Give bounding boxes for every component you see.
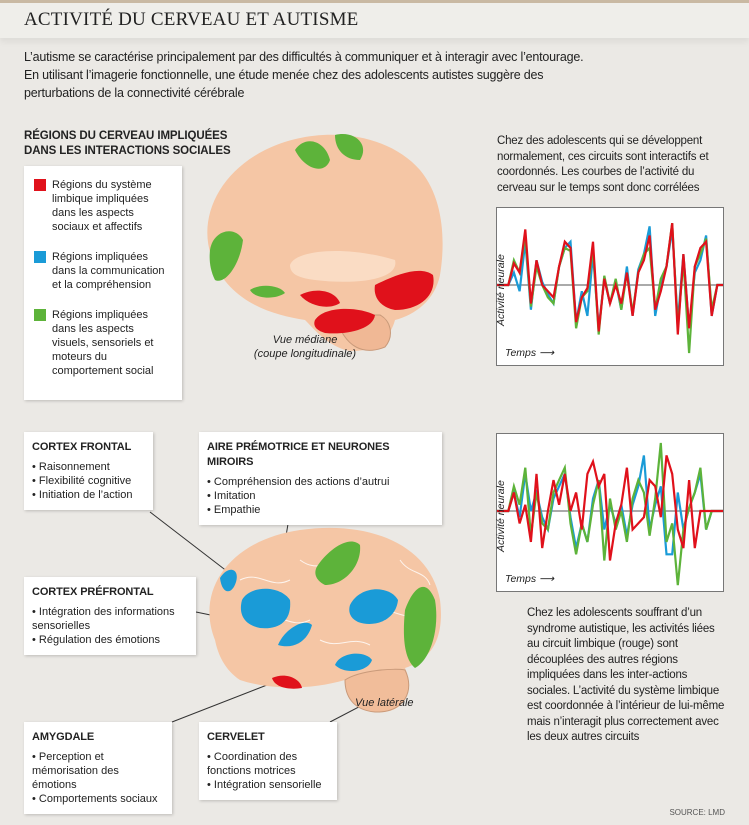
regions-heading-line: DANS LES INTERACTIONS SOCIALES — [24, 145, 231, 157]
box-title: CORTEX FRONTAL — [32, 441, 132, 453]
box-title: AIRE PRÉMOTRICE ET NEURONES MIROIRS — [207, 441, 390, 468]
box-item: Empathie — [207, 503, 434, 517]
box-item: Régulation des émotions — [32, 633, 188, 647]
box-title: AMYGDALE — [32, 731, 95, 743]
legend-box: Régions du système limbique impliquées d… — [24, 166, 182, 400]
title-bar — [0, 0, 749, 38]
box-item: Initiation de l’action — [32, 488, 145, 502]
legend-label: Régions impliquées dans la communication… — [52, 251, 165, 291]
box-item: Intégration des informations sensorielle… — [32, 605, 188, 633]
median-caption: Vue médiane (coupe longitudinale) — [250, 333, 360, 361]
page-title: ACTIVITÉ DU CERVEAU ET AUTISME — [24, 9, 359, 30]
legend-item-visual: Régions impliquées dans les aspects visu… — [34, 308, 172, 378]
box-amygdala: AMYGDALE Perception et mémorisation des … — [24, 722, 172, 814]
x-axis-label: Temps ⟶ — [505, 573, 555, 585]
autism-description: Chez les adolescents souffrant d’un synd… — [527, 607, 725, 743]
lateral-caption: Vue latérale — [355, 697, 414, 709]
intro-text: L’autisme se caractérise principalement … — [24, 50, 584, 100]
source-credit: SOURCE: LMD — [669, 808, 725, 817]
legend-item-communication: Régions impliquées dans la communication… — [34, 250, 172, 292]
x-axis-label: Temps ⟶ — [505, 347, 555, 359]
blue-swatch — [34, 251, 46, 263]
box-item: Raisonnement — [32, 460, 145, 474]
box-cerebellum: CERVELET Coordination des fonctions motr… — [199, 722, 337, 800]
series-line-limbique — [497, 455, 723, 561]
box-item: Flexibilité cognitive — [32, 474, 145, 488]
legend-label: Régions du système limbique impliquées d… — [52, 179, 152, 233]
caption-line: (coupe longitudinale) — [253, 348, 357, 360]
box-item: Compréhension des actions d’autrui — [207, 475, 434, 489]
box-premotor: AIRE PRÉMOTRICE ET NEURONES MIROIRS Comp… — [199, 432, 442, 525]
box-item: Comportements sociaux — [32, 792, 164, 806]
chart-autism-plot — [497, 442, 723, 586]
box-item: Perception et mémorisation des émotions — [32, 750, 164, 792]
box-item: Imitation — [207, 489, 434, 503]
series-line-limbique — [497, 223, 723, 335]
box-item: Coordination des fonctions motrices — [207, 750, 329, 778]
regions-heading: RÉGIONS DU CERVEAU IMPLIQUÉES DANS LES I… — [24, 129, 231, 159]
legend-label: Régions impliquées dans les aspects visu… — [52, 309, 154, 377]
x-axis-label-text: Temps — [505, 573, 537, 585]
normal-description: Chez des adolescents qui se développent … — [497, 135, 709, 194]
box-cortex-frontal: CORTEX FRONTAL RaisonnementFlexibilité c… — [24, 432, 153, 510]
caption-line: Vue médiane — [272, 334, 338, 346]
brain-median-view — [207, 134, 443, 351]
legend-item-limbic: Régions du système limbique impliquées d… — [34, 178, 172, 234]
box-title: CERVELET — [207, 731, 265, 743]
green-swatch — [34, 309, 46, 321]
chart-autism: Activité neurale Temps ⟶ — [495, 433, 724, 592]
box-item: Intégration sensorielle — [207, 778, 329, 792]
box-cortex-prefrontal: CORTEX PRÉFRONTAL Intégration des inform… — [24, 577, 196, 655]
chart-normal-plot — [497, 223, 723, 354]
chart-normal: Activité neurale Temps ⟶ — [495, 207, 724, 366]
red-swatch — [34, 179, 46, 191]
regions-heading-line: RÉGIONS DU CERVEAU IMPLIQUÉES — [24, 130, 228, 142]
box-title: CORTEX PRÉFRONTAL — [32, 586, 154, 598]
x-axis-label-text: Temps — [505, 347, 537, 359]
